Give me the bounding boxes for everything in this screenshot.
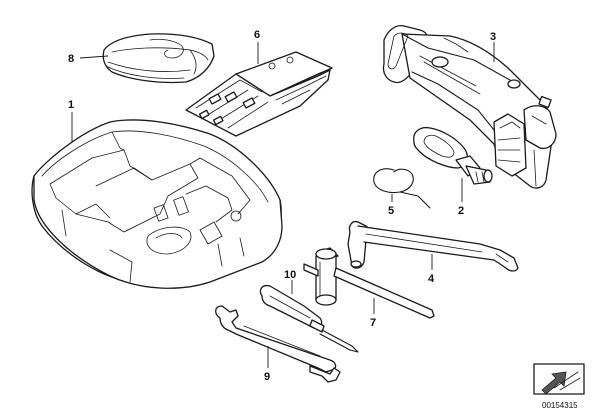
part-4-wheel-wrench <box>347 220 519 272</box>
callout-10: 10 <box>284 269 296 281</box>
part-1-foam-tray <box>31 119 283 289</box>
part-9-spanner <box>215 305 341 383</box>
part-5-wire-clip <box>373 168 431 209</box>
part-6-tray <box>185 51 333 137</box>
leader-lines <box>71 42 495 368</box>
part-2-towing-eye <box>413 126 493 185</box>
callouts: 8 6 1 3 2 5 4 7 10 9 <box>68 29 496 383</box>
callout-9: 9 <box>264 371 270 383</box>
callout-3: 3 <box>490 31 496 43</box>
part-10-screwdriver <box>259 284 359 353</box>
callout-1: 1 <box>68 99 74 111</box>
callout-8: 8 <box>68 53 74 65</box>
part-7-t-socket <box>303 247 435 319</box>
view-direction-arrow-icon <box>533 363 585 395</box>
leader-8 <box>79 55 109 59</box>
callout-4: 4 <box>428 273 435 285</box>
part-3-jack <box>382 24 557 189</box>
part-8-tool-bag <box>102 33 215 84</box>
callout-7: 7 <box>370 317 376 329</box>
callout-6: 6 <box>254 29 260 41</box>
diagram-reference-number: 00154315 <box>542 401 578 410</box>
callout-5: 5 <box>388 205 394 217</box>
callout-2: 2 <box>458 205 464 217</box>
